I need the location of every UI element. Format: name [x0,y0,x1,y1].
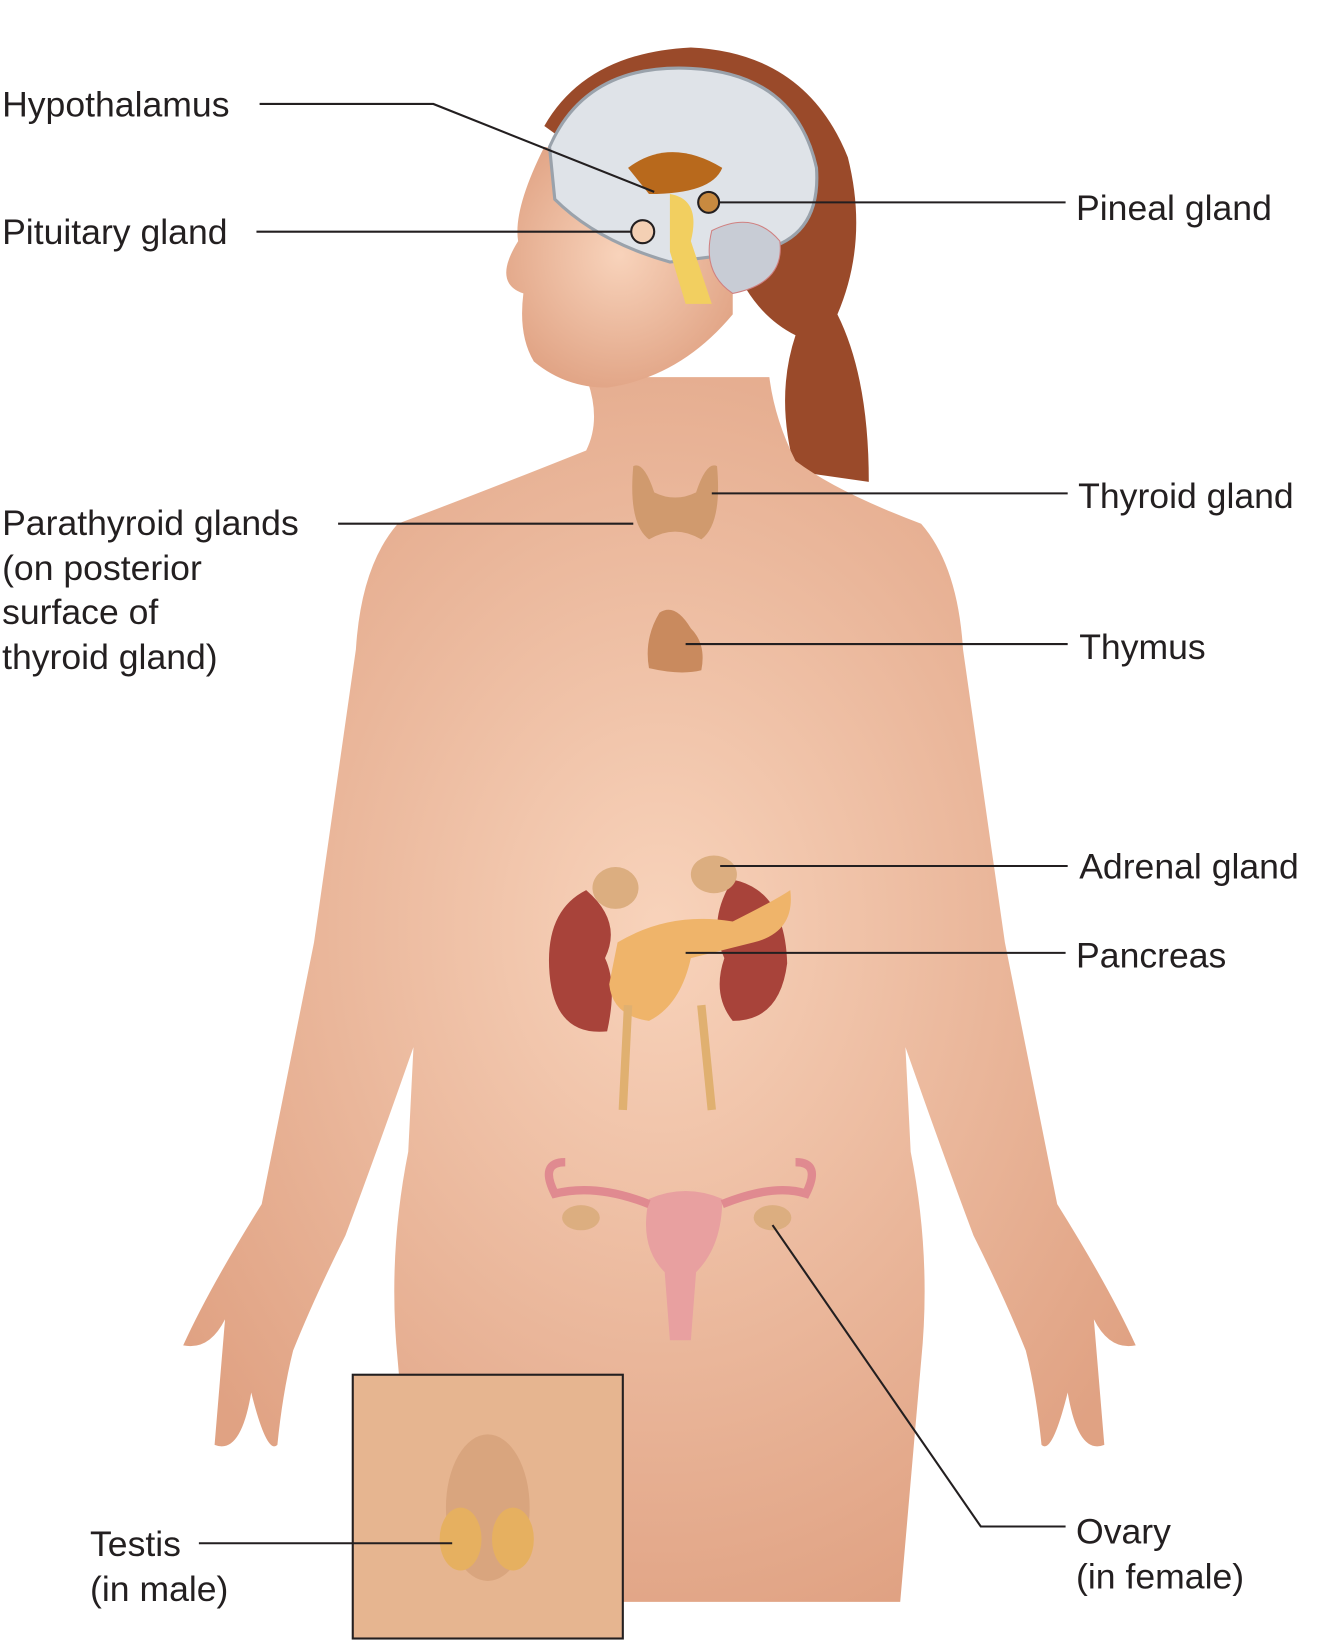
testis-right [439,1507,482,1571]
label-pancreas: Pancreas [1076,936,1226,976]
label-parathyroid-line1: Parathyroid glands [2,503,299,543]
adrenal-right [592,867,639,909]
ovary-left [753,1205,792,1231]
uterus [645,1191,723,1341]
pituitary-gland [630,219,656,245]
body-illustration [183,47,1136,1640]
testis-left [491,1507,534,1571]
label-thyroid-gland: Thyroid gland [1078,476,1294,516]
leader-line-hypothalamus [259,102,655,193]
label-pineal-gland: Pineal gland [1076,188,1272,228]
ovary-right [562,1205,600,1231]
pancreas [609,890,791,1021]
ureters [618,1004,716,1111]
label-parathyroid-line4: thyroid gland) [2,637,218,677]
organs [544,66,819,1341]
label-testis-line1: Testis [90,1524,181,1564]
pineal-gland [697,190,721,214]
label-adrenal-gland: Adrenal gland [1079,847,1299,887]
label-testis-line2: (in male) [90,1569,228,1609]
fallopian-tubes [544,1158,817,1208]
label-pituitary-gland: Pituitary gland [2,212,227,252]
diencephalon [628,152,723,194]
label-parathyroid-line2: (on posterior [2,548,202,588]
leader-lines [198,102,1068,1545]
brainstem [669,193,712,304]
label-ovary-line2: (in female) [1076,1556,1244,1596]
kidney-right [548,890,612,1032]
cerebellum [708,221,781,294]
leader-line-ovary [771,1224,1066,1528]
label-ovary-line1: Ovary [1076,1511,1171,1551]
thymus [647,609,703,673]
label-hypothalamus: Hypothalamus [2,85,229,125]
label-thymus: Thymus [1079,627,1206,667]
adrenal-left [690,855,737,894]
label-parathyroid-line3: surface of [2,592,158,632]
thyroid-gland [632,465,719,540]
